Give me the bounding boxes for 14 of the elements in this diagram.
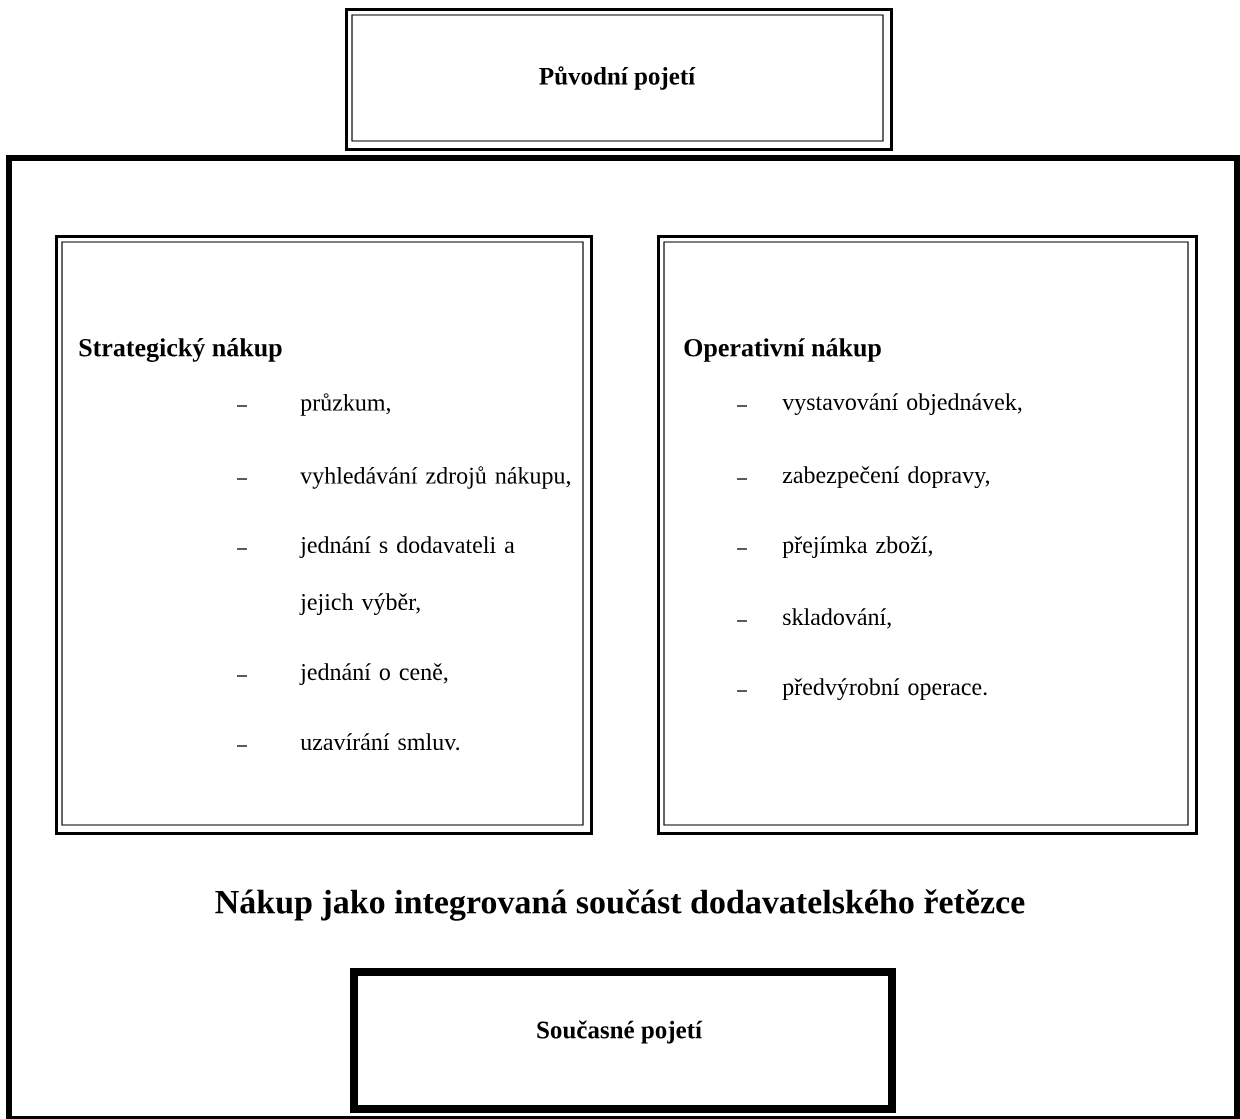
list-item: vystavování objednávek, xyxy=(782,393,1022,416)
list-item: skladování, xyxy=(783,608,891,629)
list-item: přejímka zboží, xyxy=(782,536,932,558)
list-item: zabezpečení dopravy, xyxy=(782,466,990,489)
box-label: Původní pojetí xyxy=(539,66,696,90)
list-item: průzkum, xyxy=(300,393,390,416)
box-heading: Strategický nákup xyxy=(79,338,282,362)
section-title: Nákup jako integrovaná součást dodavatelského řetězce xyxy=(215,889,1025,921)
list-item: jednání o ceně, xyxy=(299,663,448,685)
box-label: Současné pojetí xyxy=(537,1020,703,1044)
box-heading: Operativní nákup xyxy=(684,338,881,362)
list-item: předvýrobní operace. xyxy=(782,678,987,701)
list-item: vyhledávání zdrojů nákupu, xyxy=(300,466,570,489)
list-item: uzavírání smluv. xyxy=(300,733,460,751)
